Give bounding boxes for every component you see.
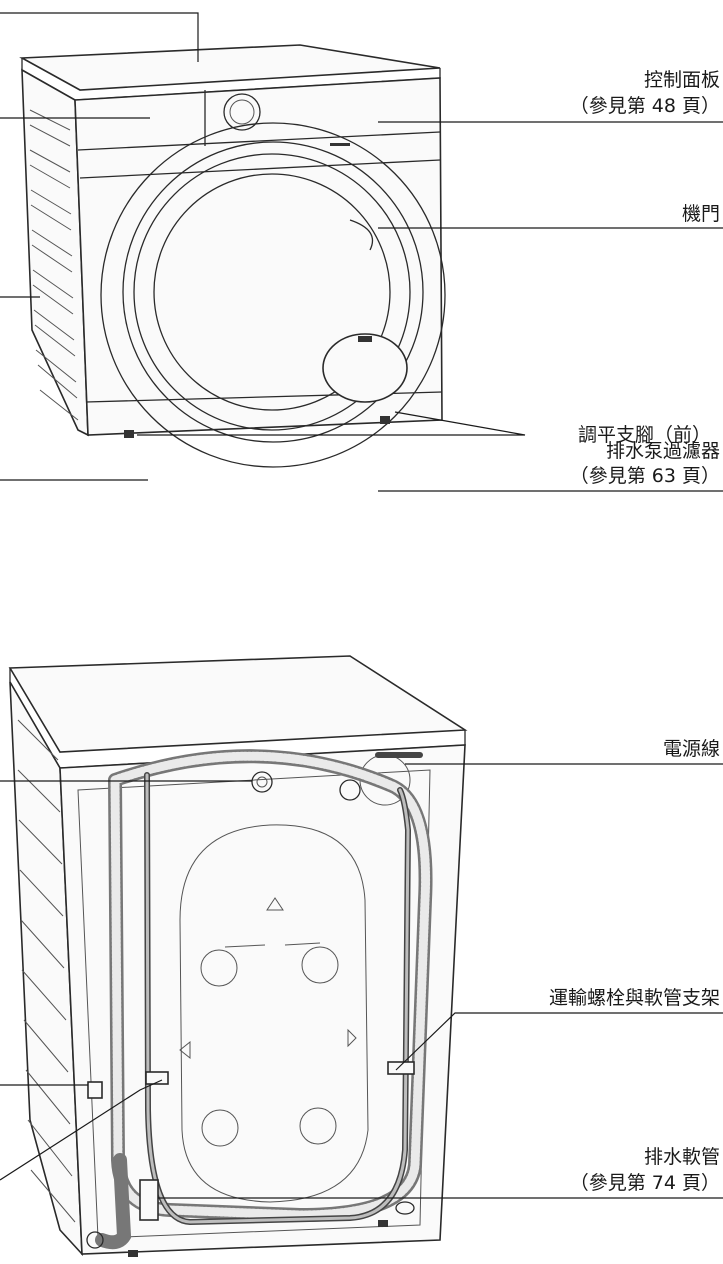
front-foot-right bbox=[380, 416, 390, 424]
back-panel bbox=[59, 744, 466, 1255]
drain-pump-filter-label: 排水泵過濾器 bbox=[605, 440, 720, 462]
rear-leader-lines bbox=[0, 763, 723, 1199]
program-knob bbox=[223, 93, 261, 131]
hose-bracket bbox=[387, 1061, 415, 1075]
side-panel bbox=[21, 68, 89, 437]
transit-bolts-hose-bracket-label: 運輸螺栓與軟管支架 bbox=[548, 987, 720, 1009]
control-panel-label: 控制面板 bbox=[643, 69, 720, 91]
rear-top-lid bbox=[8, 655, 468, 753]
front-foot-left bbox=[124, 430, 134, 438]
power-cord-label: 電源線 bbox=[662, 738, 720, 760]
drain-hose-page-ref: （參見第 74 頁） bbox=[569, 1172, 720, 1194]
drain-pump-filter-page-ref: （參見第 63 頁） bbox=[569, 465, 720, 487]
front-leader-lines bbox=[0, 12, 723, 492]
front-view-machine bbox=[19, 44, 446, 468]
side-ribs bbox=[29, 109, 79, 421]
drain-filter-cover bbox=[322, 333, 408, 403]
door-label: 機門 bbox=[681, 203, 720, 225]
rear-view-machine bbox=[8, 655, 468, 1257]
control-panel-page-ref: （參見第 48 頁） bbox=[569, 95, 720, 117]
leveling-feet-front-label: 調平支腳（前） bbox=[577, 424, 711, 446]
backplate bbox=[179, 824, 369, 1203]
drain-hose-label: 排水軟管 bbox=[643, 1146, 720, 1168]
